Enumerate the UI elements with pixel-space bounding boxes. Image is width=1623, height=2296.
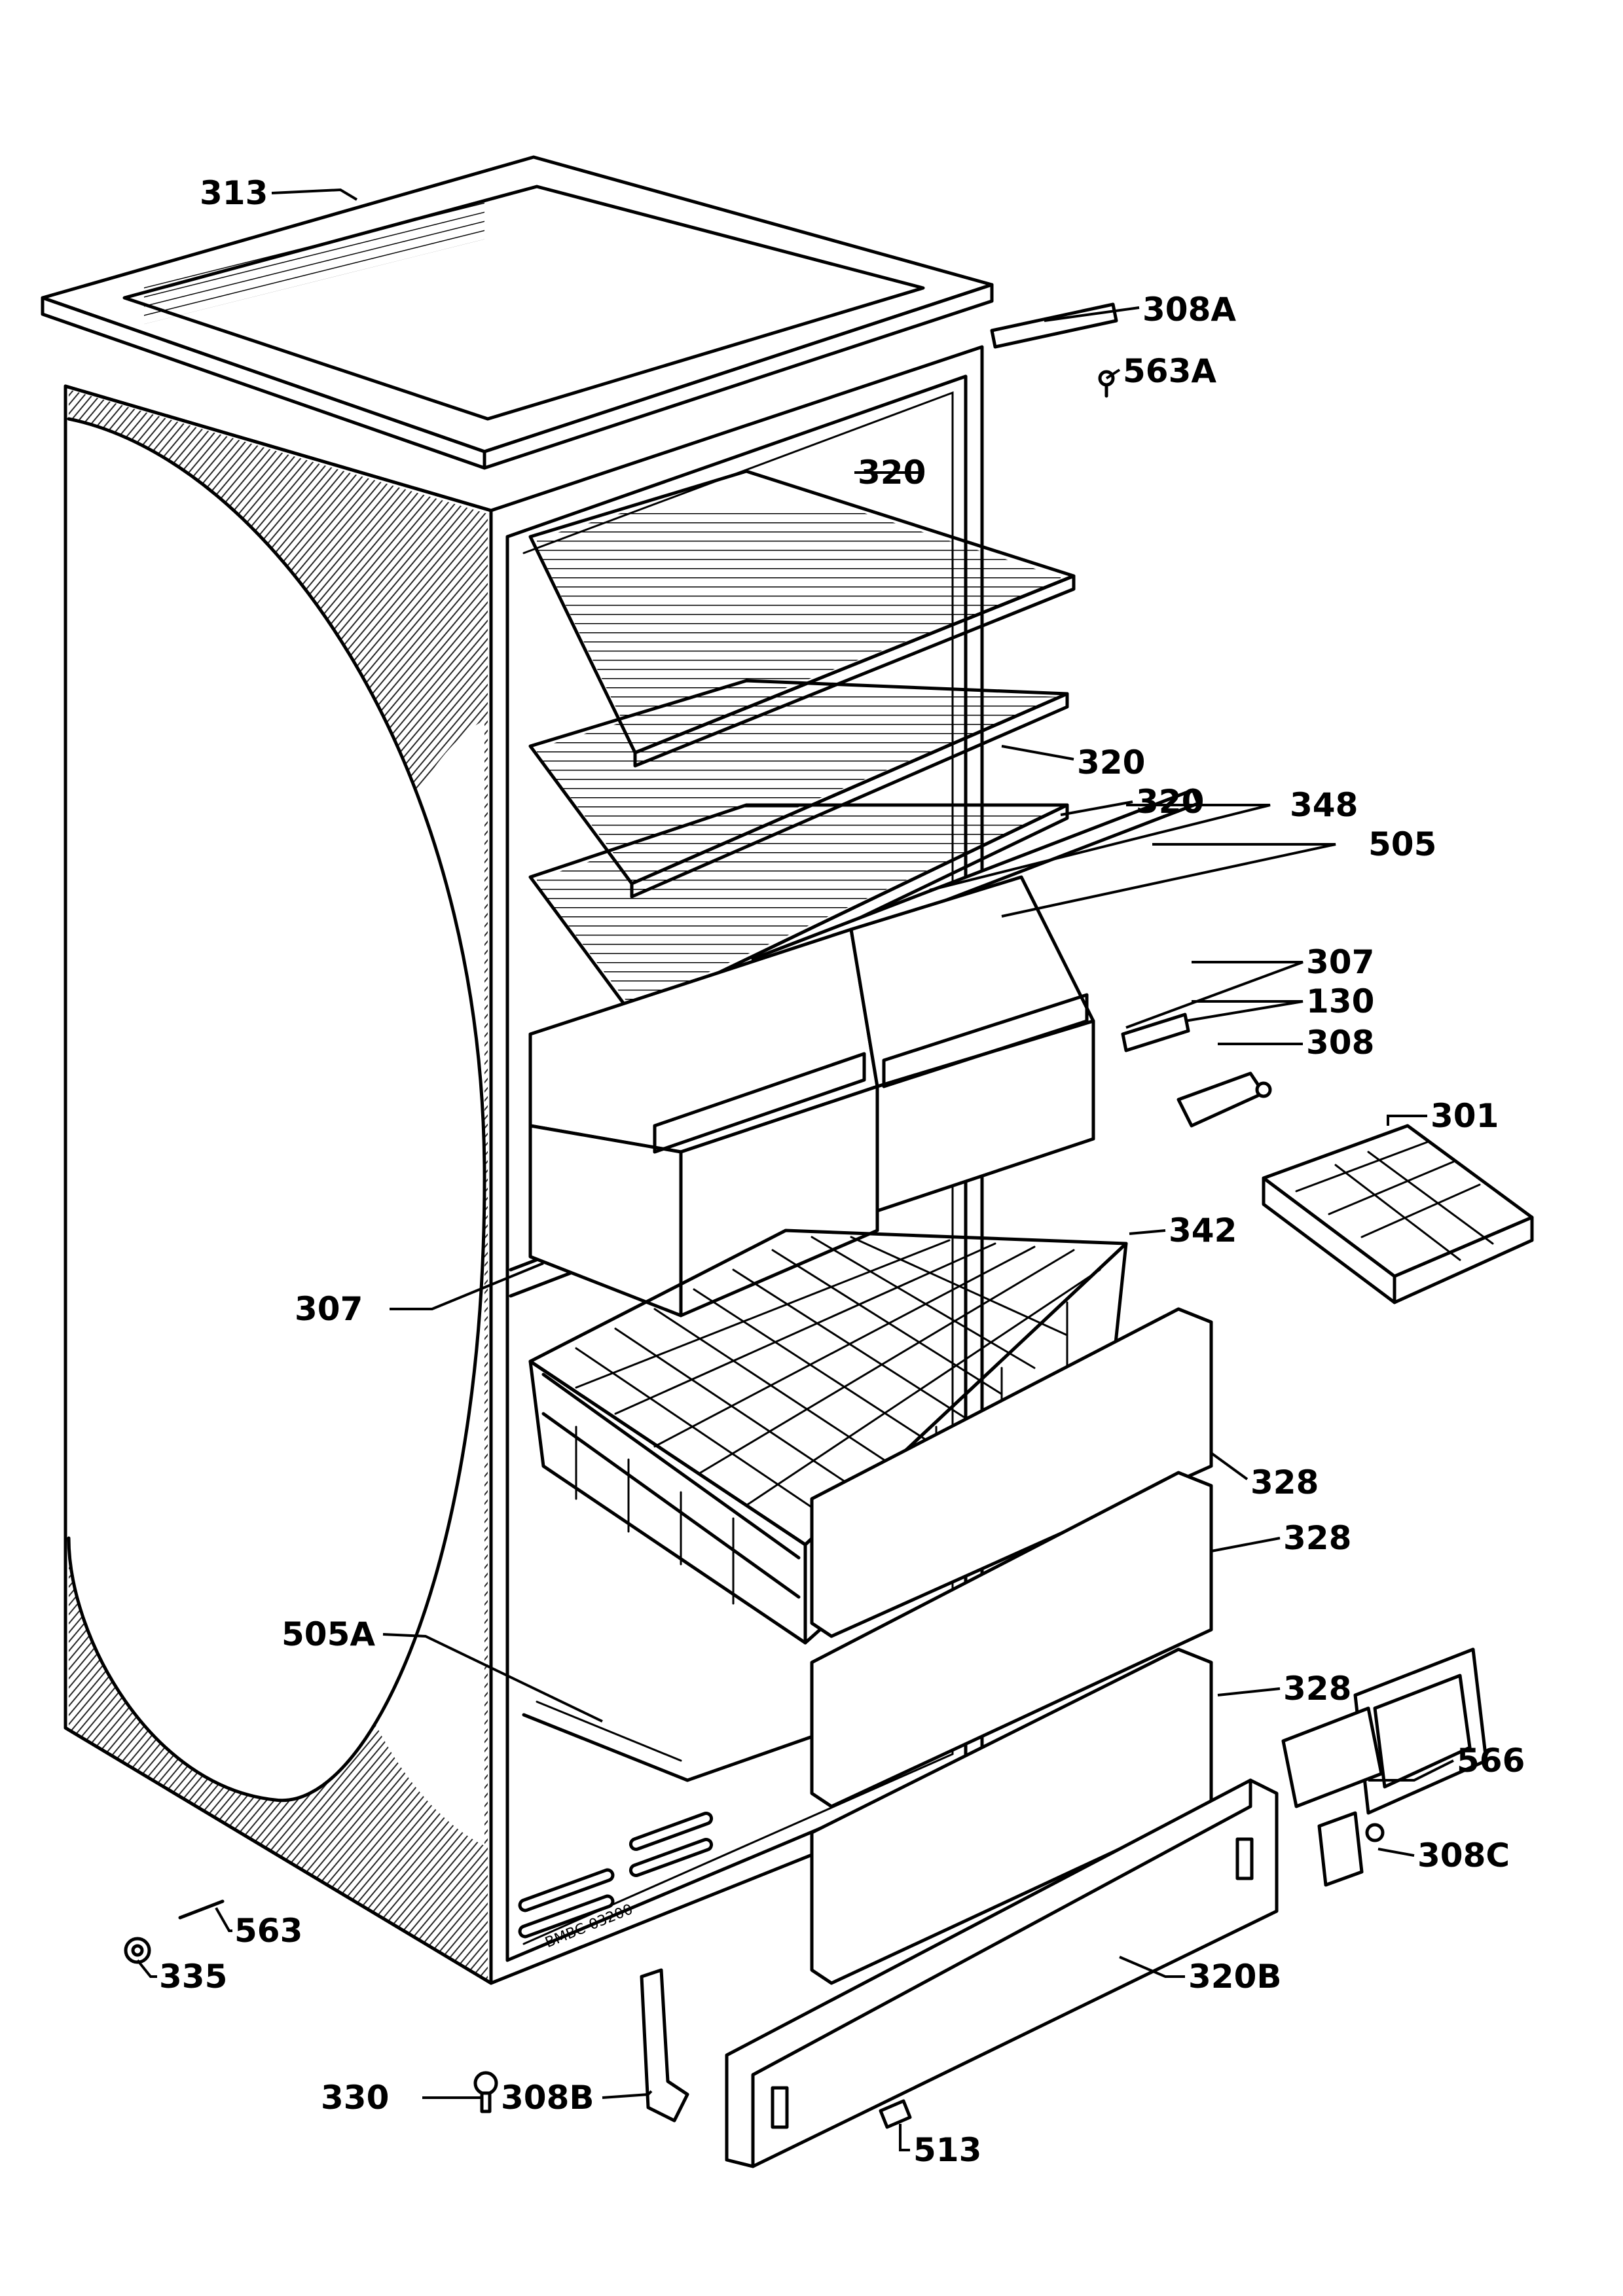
label-505a: 505A xyxy=(282,1615,376,1653)
screw-330 xyxy=(473,2071,498,2096)
clip-513 xyxy=(879,2099,912,2129)
label-320b: 320B xyxy=(1188,1958,1282,1996)
bracket-308 xyxy=(1176,1071,1266,1128)
wire-basket xyxy=(528,1229,1128,1645)
label-348: 348 xyxy=(1290,786,1359,824)
label-330: 330 xyxy=(321,2079,390,2117)
hinge-308c xyxy=(1317,1811,1364,1887)
label-328-middle: 328 xyxy=(1283,1519,1352,1557)
freezer-drawers xyxy=(528,875,1095,1318)
label-566: 566 xyxy=(1457,1742,1525,1780)
label-308a: 308A xyxy=(1142,291,1237,329)
label-307-left: 307 xyxy=(295,1290,363,1328)
label-301: 301 xyxy=(1431,1097,1499,1135)
label-328-top: 328 xyxy=(1250,1463,1319,1501)
freezer-flaps xyxy=(810,1307,1213,1985)
label-328-lower: 328 xyxy=(1283,1670,1352,1708)
cabinet-body xyxy=(64,345,984,1985)
label-563a: 563A xyxy=(1123,352,1217,390)
label-320-top: 320 xyxy=(858,454,926,492)
label-320-middle: 320 xyxy=(1077,744,1146,781)
bracket-130 xyxy=(1121,1013,1190,1052)
ice-cube-tray xyxy=(1262,1124,1534,1304)
leader-lines xyxy=(136,188,1454,2151)
label-308b: 308B xyxy=(501,2079,594,2117)
foot-335 xyxy=(124,1937,151,1964)
lower-vents xyxy=(518,1812,714,1939)
label-335: 335 xyxy=(159,1958,228,1996)
label-308c: 308C xyxy=(1417,1837,1510,1874)
small-parts xyxy=(124,302,1534,2129)
hinge-plate-308a xyxy=(990,302,1118,349)
pin-563 xyxy=(178,1899,225,1920)
label-130: 130 xyxy=(1306,982,1375,1020)
label-505: 505 xyxy=(1368,825,1437,863)
label-320-lower: 320 xyxy=(1136,783,1205,821)
label-563: 563 xyxy=(234,1912,303,1950)
label-313: 313 xyxy=(200,174,268,212)
top-cover xyxy=(41,155,994,470)
hinge-308b xyxy=(640,1968,689,2123)
label-342: 342 xyxy=(1169,1211,1237,1249)
label-308: 308 xyxy=(1306,1024,1375,1062)
label-307-right: 307 xyxy=(1306,943,1375,981)
kickplate xyxy=(725,1778,1279,2168)
ice-scraper xyxy=(1281,1647,1488,1815)
label-513: 513 xyxy=(913,2131,982,2169)
